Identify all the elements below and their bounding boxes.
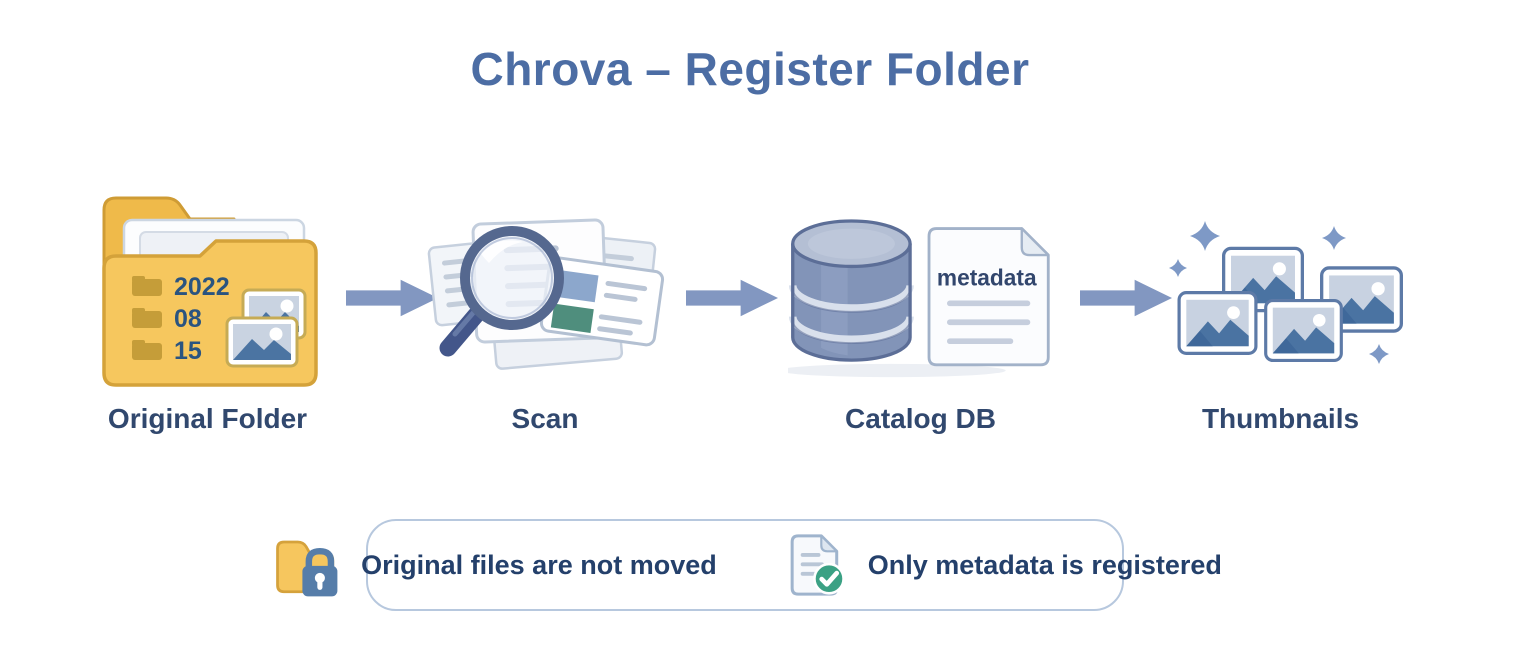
subfolder-month-label: 08	[174, 305, 202, 333]
thumbnails-icon-area	[1148, 185, 1413, 397]
icon-shadow	[788, 363, 1006, 377]
notes-panel: Original files are not moved Only metada…	[276, 519, 1222, 611]
subfolder-year-label: 2022	[174, 273, 230, 301]
thumbnails-icon	[1168, 220, 1403, 364]
folder-lock-icon	[276, 540, 338, 597]
scan-icon-area	[415, 185, 675, 397]
subfolder-glyphs: 2022 08 15	[131, 273, 230, 365]
flow-arrow-3	[1080, 279, 1172, 317]
database-icon-area: metadata	[788, 185, 1053, 397]
stage-thumbnails: Thumbnails	[1148, 185, 1413, 435]
subfolder-day-label: 15	[174, 337, 202, 365]
metadata-doc-label: metadata	[937, 264, 1037, 290]
stage-label-scan: Scan	[511, 403, 579, 434]
note-text-metadata: Only metadata is registered	[867, 549, 1222, 580]
flow-arrow-1	[346, 279, 438, 317]
folder-photos-icon-area: 2022 08 15	[75, 185, 340, 397]
stage-scan: Scan	[415, 185, 675, 435]
folder-photo-front	[225, 316, 298, 367]
note-text-original-files: Original files are not moved	[361, 549, 717, 580]
note-metadata: Only metadata is registered	[781, 530, 1222, 600]
database-cylinder	[788, 218, 914, 362]
note-original-files: Original files are not moved	[268, 530, 717, 600]
stage-label-catalog-db: Catalog DB	[845, 403, 996, 434]
document-check-icon	[790, 534, 845, 596]
metadata-document: metadata	[927, 226, 1050, 366]
stage-original-folder: 2022 08 15 Original Fo	[75, 185, 340, 435]
page-title: Chrova – Register Folder	[470, 43, 1030, 95]
stage-catalog-db: metadata Catalog DB	[788, 185, 1053, 435]
stage-label-thumbnails: Thumbnails	[1201, 403, 1360, 434]
scan-magnifier-icon	[427, 218, 665, 370]
thumbnail-card-3	[1176, 290, 1258, 355]
thumbnail-card-4	[1263, 298, 1343, 362]
database-metadata-icon: metadata	[788, 218, 1050, 377]
sparkle-icons	[1168, 220, 1389, 364]
stage-label-original-folder: Original Folder	[107, 403, 308, 434]
magnifier-glyph	[439, 226, 564, 357]
flow-arrow-2	[686, 279, 778, 317]
scan-card-front	[539, 256, 665, 347]
folder-photos-icon: 2022 08 15	[101, 196, 318, 387]
